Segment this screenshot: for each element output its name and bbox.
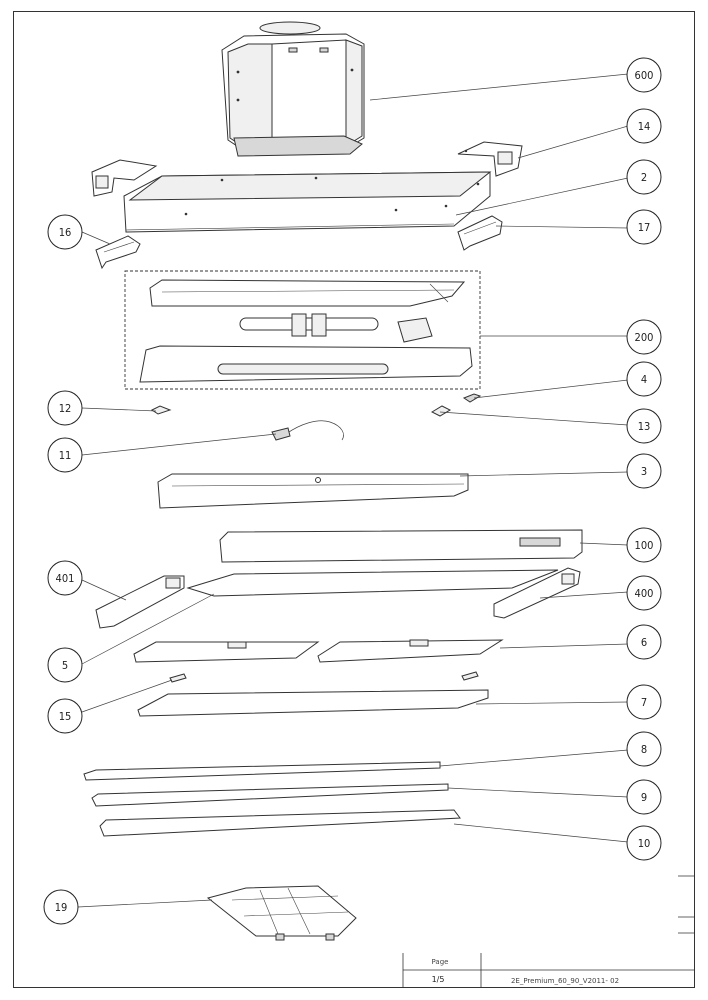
part-8-strip: [83, 761, 441, 781]
leader-lines: [77, 73, 629, 908]
svg-text:4: 4: [641, 373, 647, 386]
part-14-right-bracket: [457, 141, 523, 177]
svg-text:100: 100: [635, 539, 654, 552]
callout-10: 10: [626, 825, 662, 861]
drawing-frame: [13, 11, 695, 988]
part-401-left-bracket: [95, 575, 185, 629]
title-block: Page 1/5 2E_Premium_60_90_V2011- 02: [402, 953, 695, 988]
callout-9: 9: [626, 779, 662, 815]
svg-text:17: 17: [638, 221, 651, 234]
svg-text:401: 401: [56, 572, 75, 585]
part-16-side-bracket: [95, 235, 141, 270]
svg-text:600: 600: [635, 69, 654, 82]
callout-13: 13: [626, 408, 662, 444]
title-block-page-value: 1/5: [432, 975, 445, 984]
callout-200: 200: [626, 319, 662, 355]
part-2-main-frame: [123, 171, 492, 233]
svg-text:200: 200: [635, 331, 654, 344]
part-11-power-cord: [271, 420, 344, 441]
svg-text:16: 16: [59, 226, 72, 239]
svg-text:8: 8: [641, 743, 647, 756]
part-200-electrical-assembly: [124, 270, 481, 390]
part-17-side-bracket: [457, 215, 503, 251]
part-3-rail: [157, 473, 469, 509]
callout-600: 600: [626, 57, 662, 93]
title-block-page-label: Page: [432, 958, 449, 966]
svg-text:2: 2: [641, 171, 647, 184]
callout-2: 2: [626, 159, 662, 195]
callout-7: 7: [626, 684, 662, 720]
part-400-right-bracket: [493, 567, 581, 619]
callout-5: 5: [47, 647, 83, 683]
callout-400: 400: [626, 575, 662, 611]
part-7-lower-panel: [137, 689, 489, 717]
svg-text:19: 19: [55, 901, 68, 914]
part-6-filter-right: [317, 639, 504, 663]
part-left-bracket: [91, 159, 158, 197]
svg-text:400: 400: [635, 587, 654, 600]
callout-12: 12: [47, 390, 83, 426]
svg-text:15: 15: [59, 710, 72, 723]
callout-401: 401: [47, 560, 83, 596]
callout-14: 14: [626, 108, 662, 144]
part-5-panel: [186, 569, 559, 597]
part-13-clip: [430, 405, 452, 417]
part-600-motor-housing: [221, 21, 365, 157]
callout-3: 3: [626, 453, 662, 489]
part-12-clip: [151, 405, 172, 415]
part-15-clip: [169, 671, 479, 683]
svg-text:13: 13: [638, 420, 651, 433]
callout-16: 16: [47, 214, 83, 250]
callout-100: 100: [626, 527, 662, 563]
svg-text:11: 11: [59, 449, 72, 462]
callout-8: 8: [626, 731, 662, 767]
callout-4: 4: [626, 361, 662, 397]
part-19-grease-filter: [206, 885, 357, 941]
part-4-clip: [462, 393, 482, 403]
part-10-strip: [99, 809, 461, 837]
part-9-strip: [91, 783, 449, 807]
callout-19: 19: [43, 889, 79, 925]
svg-text:6: 6: [641, 636, 647, 649]
part-100-control-panel: [219, 529, 583, 563]
svg-text:9: 9: [641, 791, 647, 804]
svg-text:5: 5: [62, 659, 68, 672]
svg-text:12: 12: [59, 402, 72, 415]
svg-text:3: 3: [641, 465, 647, 478]
svg-text:10: 10: [638, 837, 651, 850]
callout-11: 11: [47, 437, 83, 473]
svg-text:7: 7: [641, 696, 647, 709]
part-6-filter-left: [133, 641, 320, 663]
callout-17: 17: [626, 209, 662, 245]
title-block-document-id: 2E_Premium_60_90_V2011- 02: [511, 977, 619, 985]
callout-15: 15: [47, 698, 83, 734]
callout-6: 6: [626, 624, 662, 660]
svg-text:14: 14: [638, 120, 651, 133]
